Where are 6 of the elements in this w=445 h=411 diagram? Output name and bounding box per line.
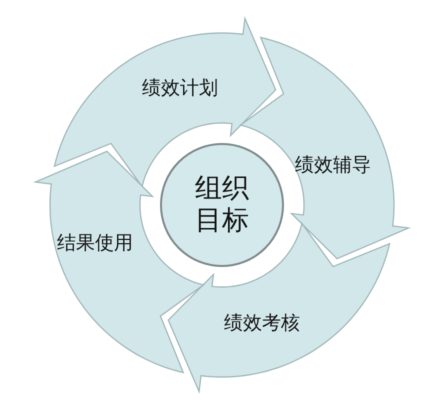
stage-label: 绩效考核 bbox=[224, 310, 300, 336]
stage-label: 绩效计划 bbox=[142, 76, 218, 101]
goal-label: 组织目标 bbox=[194, 172, 250, 238]
goal-circle bbox=[160, 143, 284, 267]
stage-label: 结果使用 bbox=[56, 230, 133, 256]
stage-label: 绩效辅导 bbox=[294, 152, 371, 178]
